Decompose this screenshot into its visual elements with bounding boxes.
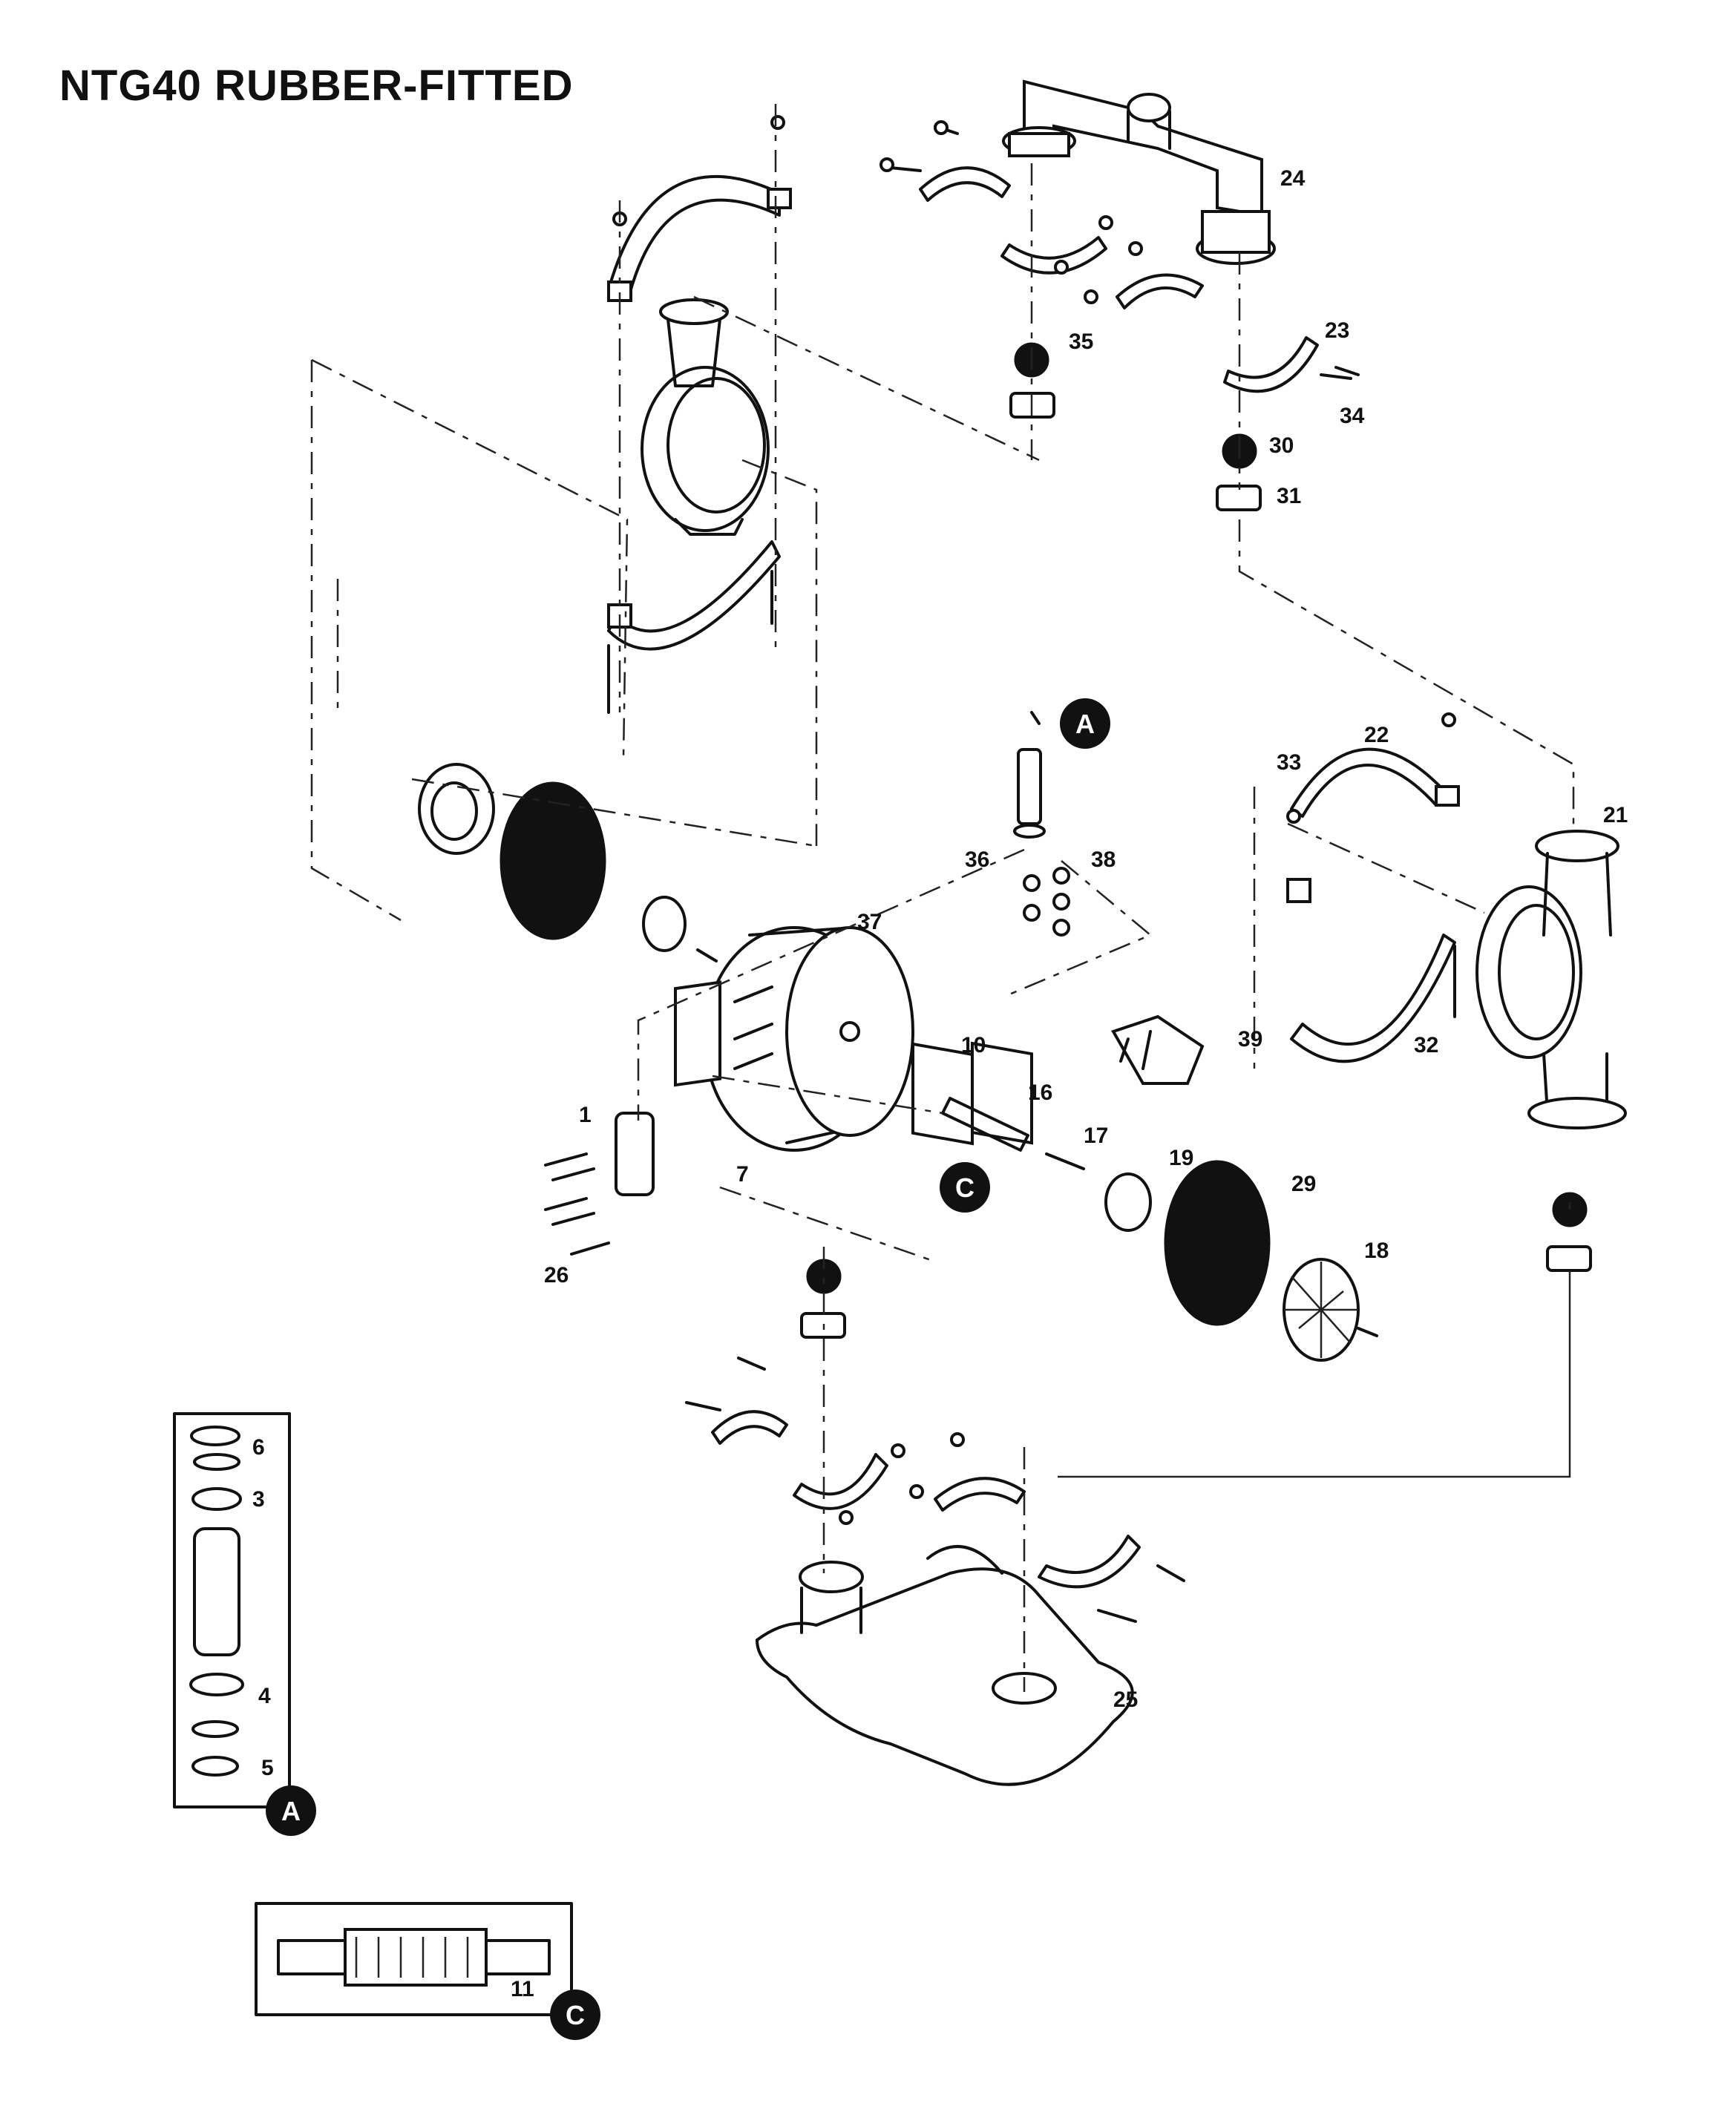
pilot-block — [544, 980, 721, 1256]
badge-a-inset-label: A — [281, 1796, 301, 1826]
center-section — [704, 867, 1070, 1152]
pilot-cartridge — [1013, 711, 1046, 839]
callout-7: 7 — [736, 1162, 749, 1187]
callout-25: 25 — [1113, 1687, 1138, 1712]
badge-c-main-label: C — [955, 1172, 975, 1203]
callout-24: 24 — [1280, 166, 1306, 191]
callout-21: 21 — [1603, 803, 1628, 827]
callout-1: 1 — [579, 1103, 592, 1127]
manifold-clamps-bottom — [685, 1259, 1185, 1623]
badge-c-inset — [550, 1990, 600, 2040]
callout-37: 37 — [857, 910, 882, 934]
callout-30: 30 — [1269, 433, 1294, 458]
badge-a-main — [1060, 698, 1110, 749]
callout-17: 17 — [1084, 1124, 1108, 1148]
callout-39: 39 — [1238, 1027, 1262, 1052]
callout-31: 31 — [1277, 484, 1301, 508]
callout-35: 35 — [1069, 329, 1093, 354]
badge-a-inset — [266, 1785, 316, 1836]
detail-badges: A C A C — [266, 698, 1110, 2040]
callout-32: 32 — [1414, 1033, 1438, 1057]
callout-11: 11 — [511, 1977, 534, 2001]
diagram-title: NTG40 RUBBER-FITTED — [59, 62, 574, 110]
badge-c-inset-label: C — [566, 2000, 585, 2030]
callout-5: 5 — [261, 1756, 274, 1780]
manifold-clamps-top — [880, 120, 1360, 393]
callout-22: 22 — [1364, 723, 1389, 747]
callout-16: 16 — [1028, 1080, 1052, 1105]
left-outer-chamber — [607, 115, 792, 714]
callout-26: 26 — [544, 1263, 569, 1288]
callout-33: 33 — [1277, 750, 1301, 775]
callout-labels: 24 23 35 34 30 31 22 33 21 32 36 38 37 3… — [252, 166, 1628, 2001]
callout-23: 23 — [1325, 318, 1349, 343]
callout-34: 34 — [1340, 404, 1365, 428]
check-balls-top — [1009, 342, 1262, 511]
discharge-manifold — [1002, 79, 1276, 265]
air-valve — [1111, 1014, 1205, 1085]
callout-19: 19 — [1169, 1146, 1193, 1170]
inset-a-detail — [173, 1412, 291, 1808]
callout-29: 29 — [1291, 1172, 1316, 1196]
callout-3: 3 — [252, 1487, 265, 1512]
diaphragm-left — [418, 763, 718, 962]
callout-18: 18 — [1364, 1239, 1389, 1263]
callout-36: 36 — [965, 847, 989, 872]
callout-6: 6 — [252, 1435, 265, 1460]
badge-c-main — [940, 1162, 990, 1213]
right-outer-chamber — [1286, 712, 1627, 1272]
callout-4: 4 — [258, 1684, 271, 1708]
callout-38: 38 — [1091, 847, 1116, 872]
callout-10: 10 — [961, 1033, 986, 1057]
diaphragm-right — [1104, 1160, 1378, 1362]
assembly-guide-lines — [310, 104, 1575, 1692]
shaft — [941, 1097, 1085, 1170]
badge-a-main-label: A — [1075, 709, 1095, 739]
inset-c-detail — [255, 1902, 573, 2016]
inlet-manifold — [755, 1545, 1134, 1786]
